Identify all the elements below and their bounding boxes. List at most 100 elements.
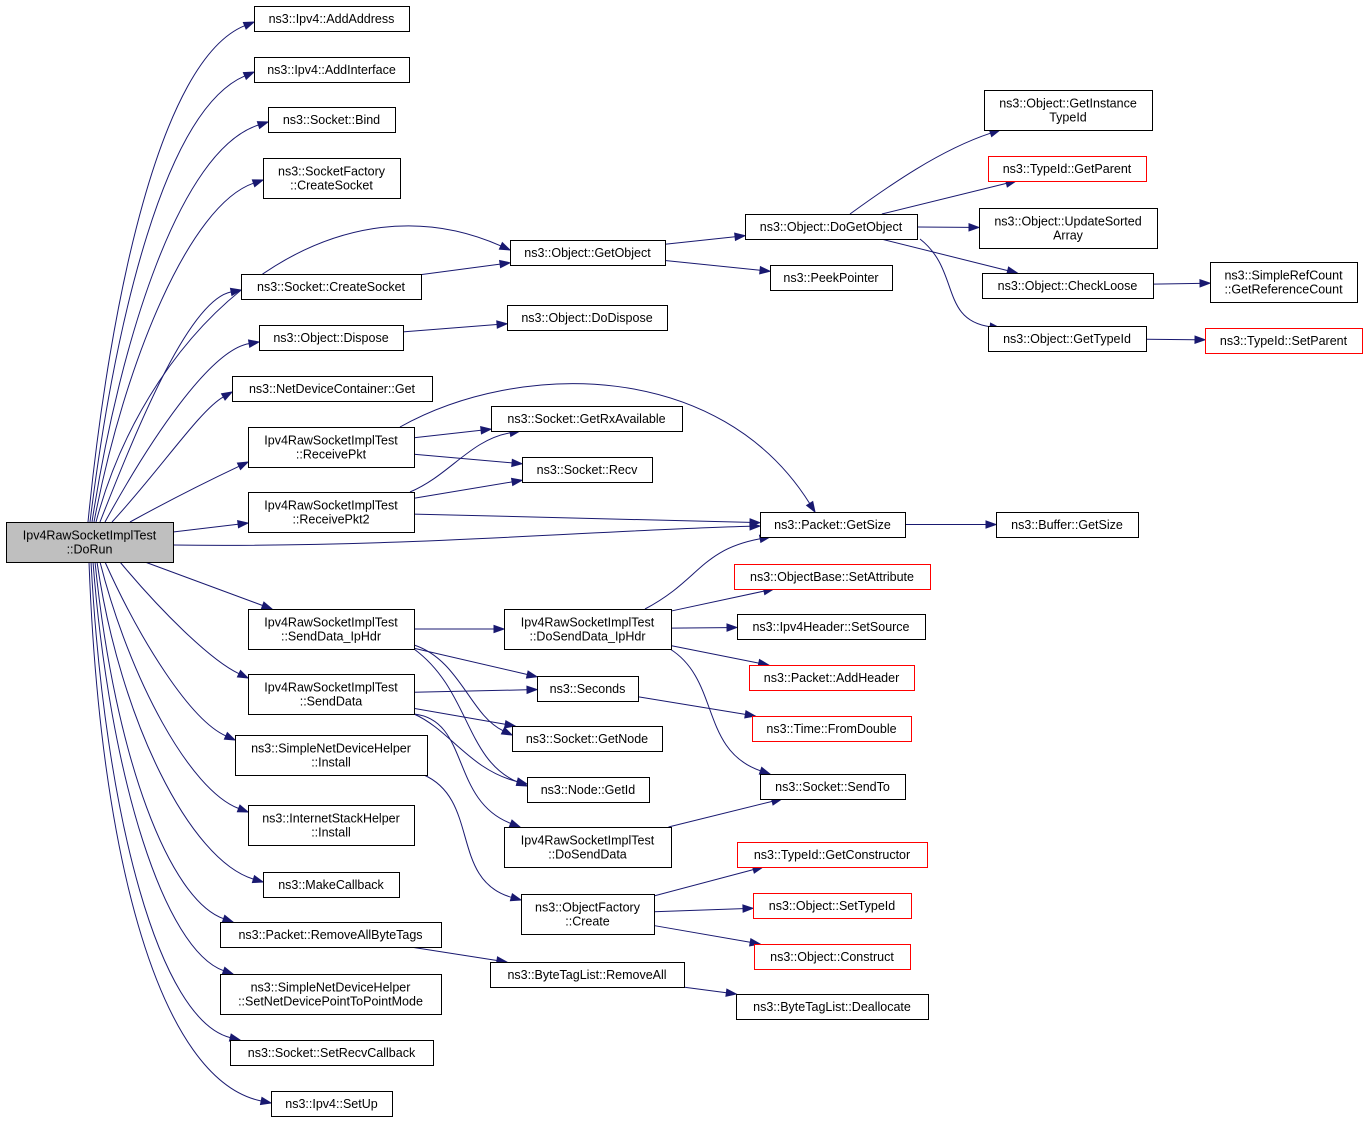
node-setp2p[interactable]: ns3::SimpleNetDeviceHelper::SetNetDevice… bbox=[220, 974, 442, 1015]
node-box bbox=[248, 609, 415, 650]
edge-line bbox=[104, 343, 250, 523]
node-addheader[interactable]: ns3::Packet::AddHeader bbox=[749, 665, 915, 691]
node-bind[interactable]: ns3::Socket::Bind bbox=[268, 107, 396, 133]
node-btlremove[interactable]: ns3::ByteTagList::RemoveAll bbox=[490, 962, 685, 988]
arrowhead bbox=[493, 624, 506, 634]
arrowhead bbox=[525, 670, 539, 679]
node-sockcreate[interactable]: ns3::Socket::CreateSocket bbox=[241, 274, 422, 300]
node-fromdouble[interactable]: ns3::Time::FromDouble bbox=[752, 716, 912, 742]
edge-line bbox=[644, 538, 761, 610]
edge-line bbox=[172, 523, 239, 533]
edge-line bbox=[413, 647, 528, 675]
node-settypeid[interactable]: ns3::Object::SetTypeId bbox=[753, 893, 912, 919]
node-box bbox=[259, 325, 404, 351]
node-box bbox=[491, 406, 683, 432]
node-addaddr[interactable]: ns3::Ipv4::AddAddress bbox=[254, 6, 410, 32]
edge-line bbox=[413, 644, 504, 732]
node-recvpkt[interactable]: Ipv4RawSocketImplTest::ReceivePkt bbox=[248, 427, 415, 468]
node-label: ns3::Packet::GetSize bbox=[774, 518, 891, 532]
call-edge-root-to-inetinstall bbox=[99, 561, 250, 813]
node-recv[interactable]: ns3::Socket::Recv bbox=[522, 457, 653, 483]
call-edge-root-to-setrecvcb bbox=[90, 561, 242, 1042]
node-seconds[interactable]: ns3::Seconds bbox=[537, 676, 639, 702]
call-edge-recvpkt2-to-getsize bbox=[413, 513, 762, 527]
node-label: ::SendData_IpHdr bbox=[281, 630, 381, 644]
node-box bbox=[6, 522, 174, 563]
node-label: Ipv4RawSocketImplTest bbox=[264, 616, 398, 630]
node-sfcreate[interactable]: ns3::SocketFactory::CreateSocket bbox=[263, 158, 401, 199]
node-box bbox=[263, 872, 400, 898]
node-box bbox=[537, 676, 639, 702]
edge-line bbox=[409, 432, 511, 493]
node-box bbox=[268, 107, 396, 133]
node-box bbox=[241, 274, 422, 300]
node-label: ns3::Ipv4Header::SetSource bbox=[752, 620, 909, 634]
arrowhead bbox=[734, 232, 747, 242]
node-label: ::ReceivePkt2 bbox=[292, 513, 369, 527]
node-rmbytetags[interactable]: ns3::Packet::RemoveAllByteTags bbox=[220, 922, 442, 948]
node-box bbox=[248, 427, 415, 468]
node-sendto[interactable]: ns3::Socket::SendTo bbox=[760, 774, 906, 800]
node-box bbox=[984, 90, 1153, 131]
arrowhead bbox=[236, 669, 250, 679]
node-getnode[interactable]: ns3::Socket::GetNode bbox=[512, 726, 663, 752]
call-edge-senddataiphdr-to-getnode bbox=[413, 644, 514, 736]
call-edge-getsize-to-bufsize bbox=[905, 520, 998, 529]
node-getsize[interactable]: ns3::Packet::GetSize bbox=[760, 512, 906, 538]
node-dosenddata[interactable]: Ipv4RawSocketImplTest::DoSendData bbox=[504, 827, 672, 868]
call-edge-root-to-sfcreate bbox=[93, 179, 265, 523]
node-getrx[interactable]: ns3::Socket::GetRxAvailable bbox=[491, 406, 683, 432]
node-setsource[interactable]: ns3::Ipv4Header::SetSource bbox=[737, 614, 926, 640]
node-dogetobject[interactable]: ns3::Object::DoGetObject bbox=[745, 214, 918, 240]
node-getparent[interactable]: ns3::TypeId::GetParent bbox=[988, 156, 1147, 182]
node-root[interactable]: Ipv4RawSocketImplTest::DoRun bbox=[6, 522, 174, 563]
node-getrefcount[interactable]: ns3::SimpleRefCount::GetReferenceCount bbox=[1210, 262, 1358, 303]
node-nodegetid[interactable]: ns3::Node::GetId bbox=[527, 777, 650, 803]
node-makecallback[interactable]: ns3::MakeCallback bbox=[263, 872, 400, 898]
node-box bbox=[749, 665, 915, 691]
node-dosenddataiphdr[interactable]: Ipv4RawSocketImplTest::DoSendData_IpHdr bbox=[504, 609, 672, 650]
node-getctor[interactable]: ns3::TypeId::GetConstructor bbox=[737, 842, 928, 868]
node-dodispose[interactable]: ns3::Object::DoDispose bbox=[507, 305, 668, 331]
edge-line bbox=[99, 561, 239, 809]
node-senddataiphdr[interactable]: Ipv4RawSocketImplTest::SendData_IpHdr bbox=[248, 609, 415, 650]
call-edge-dogetobject-to-updsorted bbox=[916, 223, 981, 232]
arrowhead bbox=[499, 259, 512, 269]
arrowhead bbox=[237, 519, 250, 529]
node-label: ns3::SocketFactory bbox=[278, 165, 386, 179]
arrowhead bbox=[742, 904, 755, 913]
node-setrecvcb[interactable]: ns3::Socket::SetRecvCallback bbox=[230, 1040, 434, 1066]
node-label: ::DoRun bbox=[67, 543, 113, 557]
node-label: Ipv4RawSocketImplTest bbox=[23, 529, 157, 543]
arrowhead bbox=[1194, 335, 1207, 344]
node-simpleinstall[interactable]: ns3::SimpleNetDeviceHelper::Install bbox=[235, 735, 428, 776]
edge-line bbox=[1152, 282, 1201, 285]
edge-line bbox=[90, 561, 231, 1039]
node-setparent[interactable]: ns3::TypeId::SetParent bbox=[1205, 328, 1363, 354]
node-dispose[interactable]: ns3::Object::Dispose bbox=[259, 325, 404, 351]
node-addif[interactable]: ns3::Ipv4::AddInterface bbox=[254, 57, 410, 83]
node-label: ::ReceivePkt bbox=[296, 448, 367, 462]
node-label: ::Create bbox=[565, 915, 610, 929]
node-recvpkt2[interactable]: Ipv4RawSocketImplTest::ReceivePkt2 bbox=[248, 492, 415, 533]
edge-line bbox=[99, 291, 232, 523]
edge-line bbox=[413, 648, 518, 783]
node-senddata[interactable]: Ipv4RawSocketImplTest::SendData bbox=[248, 674, 415, 715]
node-construct[interactable]: ns3::Object::Construct bbox=[754, 944, 911, 970]
edge-line bbox=[420, 263, 501, 276]
edge-line bbox=[96, 561, 254, 880]
node-peek[interactable]: ns3::PeekPointer bbox=[770, 265, 893, 291]
edge-line bbox=[413, 481, 513, 499]
node-checkloose[interactable]: ns3::Object::CheckLoose bbox=[982, 273, 1154, 299]
node-getobject[interactable]: ns3::Object::GetObject bbox=[510, 240, 666, 266]
node-btldealloc[interactable]: ns3::ByteTagList::Deallocate bbox=[736, 994, 929, 1020]
node-bufsize[interactable]: ns3::Buffer::GetSize bbox=[996, 512, 1139, 538]
node-inetinstall[interactable]: ns3::InternetStackHelper::Install bbox=[248, 805, 415, 846]
node-ndcget[interactable]: ns3::NetDeviceContainer::Get bbox=[232, 376, 433, 402]
node-setup[interactable]: ns3::Ipv4::SetUp bbox=[271, 1091, 393, 1117]
node-setattr[interactable]: ns3::ObjectBase::SetAttribute bbox=[734, 564, 931, 590]
node-gettypeid[interactable]: ns3::Object::GetTypeId bbox=[988, 326, 1147, 352]
node-objfactory[interactable]: ns3::ObjectFactory::Create bbox=[521, 894, 655, 935]
